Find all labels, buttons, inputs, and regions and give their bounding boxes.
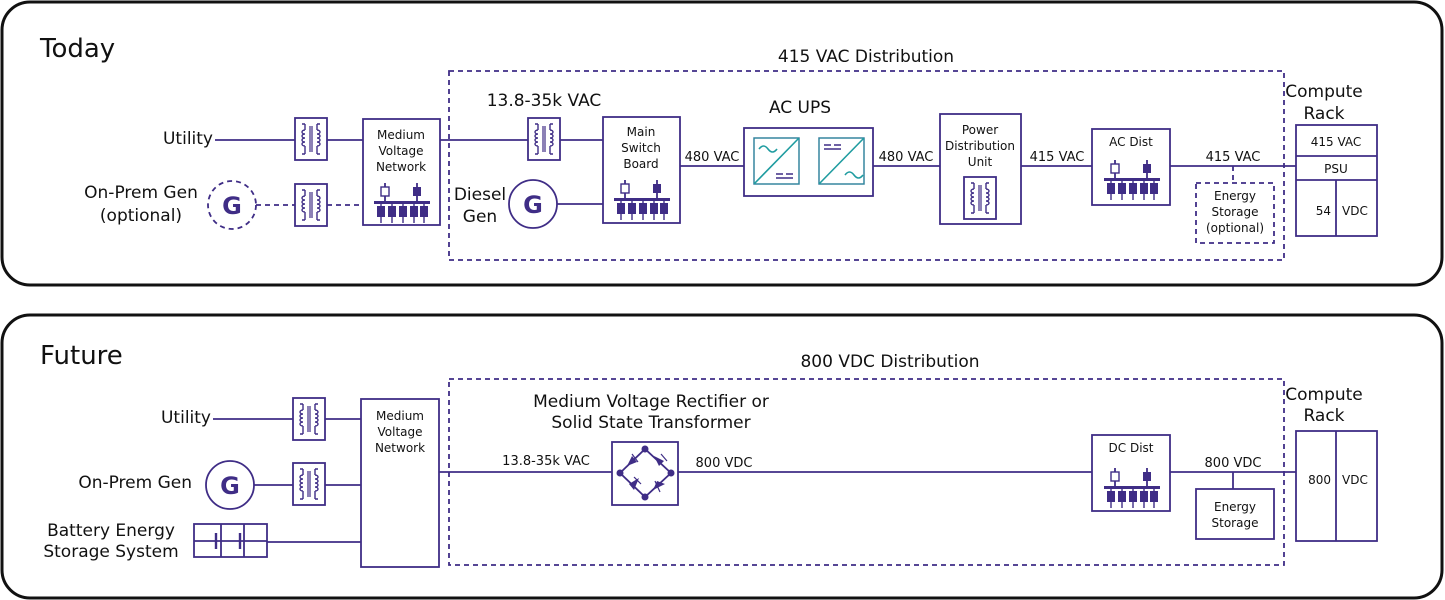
transformer-icon: [294, 183, 328, 227]
rack-output-unit: VDC: [1342, 204, 1368, 218]
today-onprem-gen-optional: (optional): [100, 206, 182, 226]
transformer-icon: [527, 117, 561, 161]
today-rack-title-1: Compute: [1285, 82, 1363, 102]
dc-ac-converter-icon: [818, 137, 865, 185]
transformer-icon: [294, 117, 328, 161]
diesel-gen-label-1: Diesel: [454, 185, 506, 205]
future-onprem-gen-label: On-Prem Gen: [78, 473, 192, 493]
rectifier-in-voltage: 13.8-35k VAC: [502, 454, 590, 469]
svg-text:AC Dist: AC Dist: [1109, 135, 1153, 149]
diesel-gen-label-2: Gen: [463, 207, 497, 227]
svg-text:Voltage: Voltage: [377, 425, 422, 439]
future-rack-feed-voltage: 800 VDC: [1205, 456, 1262, 471]
svg-text:Storage: Storage: [1212, 516, 1259, 530]
ac-distribution-label: 415 VAC Distribution: [778, 47, 954, 67]
rack-output-unit: VDC: [1342, 473, 1368, 487]
today-utility-label: Utility: [163, 129, 213, 149]
dc-distribution-label: 800 VDC Distribution: [800, 352, 979, 372]
svg-text:Network: Network: [376, 160, 426, 174]
svg-text:Voltage: Voltage: [378, 144, 423, 158]
svg-text:Board: Board: [623, 157, 658, 171]
rack-output-value: 800: [1308, 473, 1331, 487]
svg-text:G: G: [523, 191, 543, 219]
svg-text:DC Dist: DC Dist: [1109, 441, 1154, 455]
main-switch-board: Main Switch Board: [602, 116, 681, 224]
svg-text:G: G: [222, 192, 242, 220]
today-title: Today: [39, 34, 115, 64]
svg-text:Distribution: Distribution: [945, 139, 1015, 153]
rack-psu: PSU: [1324, 162, 1348, 176]
diode-bridge-rectifier-icon: [611, 441, 679, 506]
bess-label-1: Battery Energy: [47, 521, 175, 541]
ac-ups: [743, 127, 874, 197]
future-utility-label: Utility: [161, 408, 211, 428]
dc-distribution: DC Dist: [1091, 434, 1171, 512]
today-rack-title-2: Rack: [1303, 104, 1344, 124]
ups-out-voltage: 480 VAC: [879, 150, 934, 165]
ac-distribution: AC Dist: [1091, 128, 1171, 206]
future-rack-title-1: Compute: [1285, 385, 1363, 405]
power-distribution-unit: Power Distribution Unit: [939, 113, 1022, 225]
svg-text:(optional): (optional): [1206, 221, 1264, 235]
future-medium-voltage-network: Medium Voltage Network: [360, 398, 440, 568]
svg-text:Switch: Switch: [621, 141, 661, 155]
future-title: Future: [40, 341, 123, 371]
svg-text:Main: Main: [627, 125, 656, 139]
svg-text:Medium: Medium: [377, 128, 425, 142]
energy-storage-optional: Energy Storage (optional): [1195, 182, 1275, 244]
ac-ups-label: AC UPS: [769, 98, 831, 118]
today-onprem-gen-label: On-Prem Gen: [84, 183, 198, 203]
today-panel: [0, 0, 1444, 287]
today-mv-voltage-label: 13.8-35k VAC: [487, 91, 602, 111]
svg-text:G: G: [220, 472, 240, 500]
svg-text:Energy: Energy: [1214, 500, 1256, 514]
future-rack-title-2: Rack: [1303, 406, 1344, 426]
svg-text:Unit: Unit: [968, 155, 993, 169]
transformer-icon: [292, 462, 326, 506]
rectifier-label-2: Solid State Transformer: [551, 413, 750, 433]
rack-feed-voltage: 415 VAC: [1206, 150, 1261, 165]
rectifier-out-voltage: 800 VDC: [696, 456, 753, 471]
generator-icon: G: [205, 460, 255, 510]
today-compute-rack: 415 VAC PSU 54 VDC: [1295, 124, 1378, 237]
rack-output-value: 54: [1316, 204, 1331, 218]
transformer-icon: [963, 176, 997, 220]
svg-text:Medium: Medium: [376, 409, 424, 423]
rack-input-voltage: 415 VAC: [1311, 135, 1362, 149]
generator-icon: G: [508, 179, 558, 229]
ac-dc-converter-icon: [753, 137, 800, 185]
svg-text:Storage: Storage: [1212, 205, 1259, 219]
svg-text:Power: Power: [962, 123, 998, 137]
pdu-out-voltage: 415 VAC: [1030, 150, 1085, 165]
today-medium-voltage-network: Medium Voltage Network: [362, 118, 441, 226]
msb-out-voltage: 480 VAC: [685, 150, 740, 165]
transformer-icon: [292, 397, 326, 441]
rectifier-label-1: Medium Voltage Rectifier or: [533, 392, 769, 412]
bess-label-2: Storage System: [43, 542, 178, 562]
svg-text:Network: Network: [375, 441, 425, 455]
generator-icon: G: [207, 180, 257, 230]
svg-text:Energy: Energy: [1214, 189, 1256, 203]
energy-storage: Energy Storage: [1195, 488, 1275, 540]
battery-icon: [193, 523, 268, 558]
future-compute-rack: 800 VDC: [1295, 430, 1378, 542]
